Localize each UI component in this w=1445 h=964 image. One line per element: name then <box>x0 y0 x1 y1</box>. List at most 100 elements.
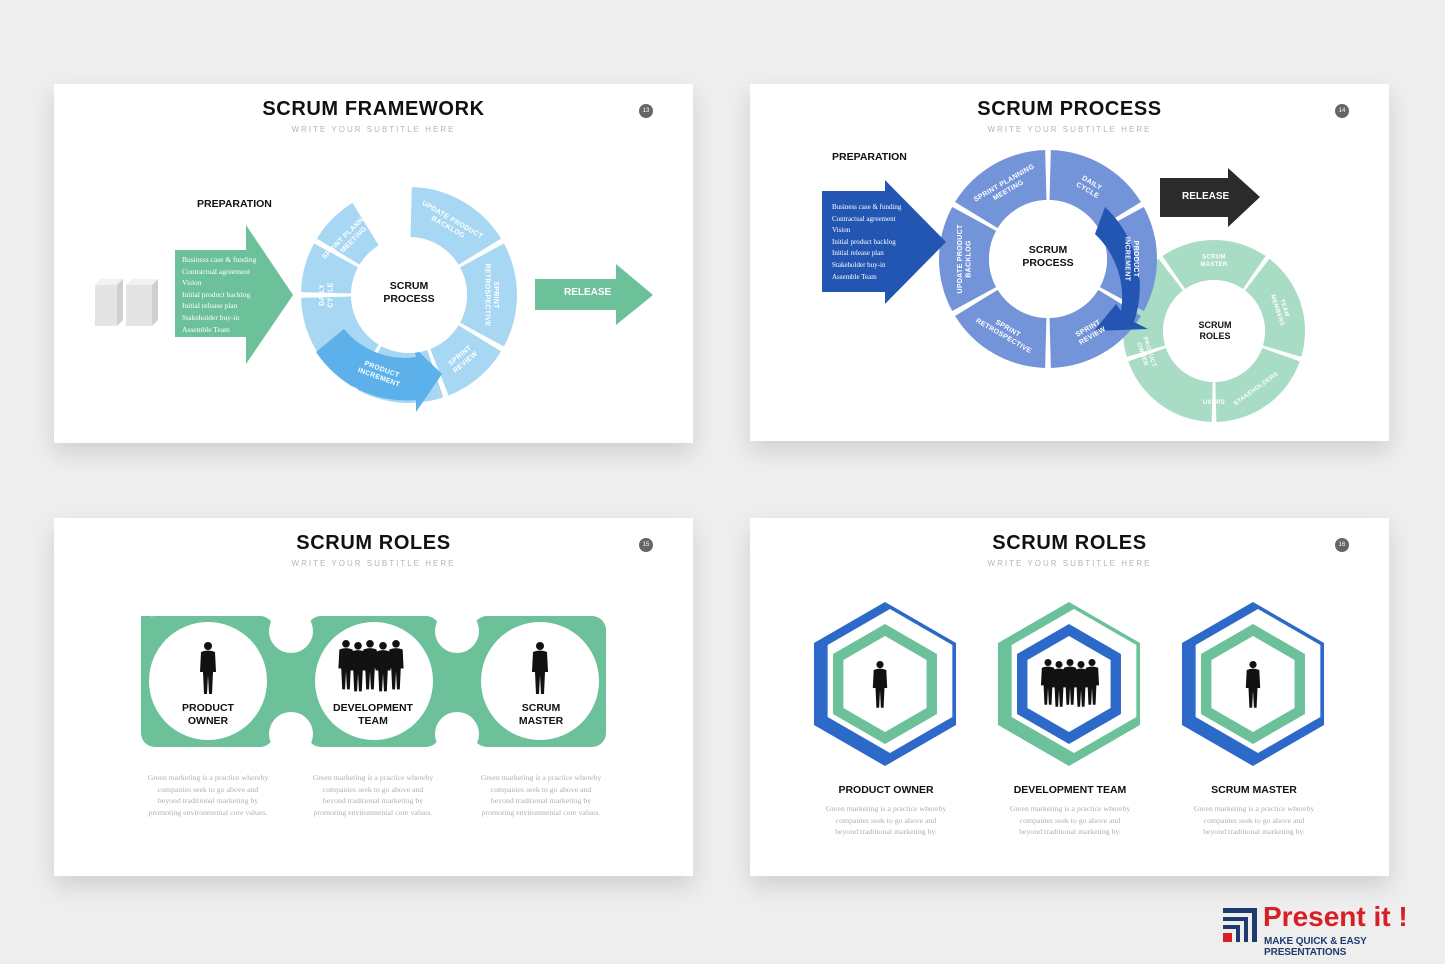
desc-line: companies seek to go above and <box>1019 815 1121 825</box>
role-title-development-team: DEVELOPMENT TEAM <box>323 702 423 728</box>
person-icon <box>1245 661 1261 708</box>
preparation-label: PREPARATION <box>197 198 272 210</box>
ring-segment <box>430 325 502 396</box>
ring-segment <box>410 187 502 265</box>
role-title-line: OWNER <box>187 715 229 727</box>
ring-segment-label: INCREMENT <box>1123 237 1130 282</box>
ring-segment-label: RETROSPECTIVE <box>483 263 490 326</box>
role-title-line: DEVELOPMENT <box>333 702 413 714</box>
roles-ring-segment <box>1128 348 1213 422</box>
person-icon <box>872 661 888 708</box>
person-icon <box>362 640 378 690</box>
list-item: Assemble Team <box>832 272 877 281</box>
role-title-line: PRODUCT <box>182 702 234 714</box>
person-icon <box>375 642 391 692</box>
ring-segment-label: MASTER <box>1200 262 1228 268</box>
cube-icon <box>95 279 158 326</box>
slide-title: SCRUM ROLES <box>296 532 451 554</box>
preparation-arrow <box>175 225 293 364</box>
desc-line: beyond traditional marketing by. <box>835 827 937 837</box>
ring-segment-label: DAILY <box>319 284 326 306</box>
brand-mark-icon <box>1223 908 1257 942</box>
person-icon <box>1040 659 1056 705</box>
list-item: Assemble Team <box>182 324 230 334</box>
person-icon <box>1051 661 1067 707</box>
role-title-product-owner: PRODUCT OWNER <box>168 702 248 728</box>
role-description: Green marketing is a practice whereby co… <box>995 803 1145 838</box>
slide-subtitle: WRITE YOUR SUBTITLE HERE <box>291 559 456 568</box>
preparation-arrow <box>822 180 946 304</box>
list-item: Initial product backlog <box>182 289 251 299</box>
desc-line: companies seek to go above and <box>322 784 424 794</box>
slide-number-badge: 16 <box>1335 538 1349 552</box>
desc-line: companies seek to go above and <box>1203 815 1305 825</box>
person-icon <box>350 642 366 692</box>
center-label: SCRUM PROCESS <box>369 280 449 306</box>
list-item: Vision <box>832 226 851 235</box>
list-item: Initial release plan <box>182 301 238 311</box>
slide-title: SCRUM FRAMEWORK <box>262 98 485 120</box>
center-label-line: SCRUM <box>1028 244 1068 256</box>
preparation-label: PREPARATION <box>832 151 907 163</box>
ring-segment-label: TEAM <box>1278 299 1289 318</box>
desc-line: companies seek to go above and <box>490 784 592 794</box>
list-item: Business case & funding <box>832 203 902 211</box>
ring-segment-label: SCRUM <box>1202 254 1226 260</box>
brand-logo: Present it ! MAKE QUICK & EASY PRESENTAT… <box>1221 901 1431 958</box>
ring-segment <box>1049 150 1141 229</box>
ring-segment-label: SPRINT <box>492 281 499 309</box>
desc-line: Green marketing is a practice whereby <box>825 804 947 813</box>
list-item: Business case & funding <box>182 255 257 264</box>
release-label: RELEASE <box>1182 191 1230 202</box>
release-arrow <box>535 264 653 325</box>
list-item: Contractual agreement <box>832 214 896 223</box>
person-icon <box>1073 661 1089 707</box>
roles-ring-segment <box>1245 258 1305 357</box>
slide-subtitle: WRITE YOUR SUBTITLE HERE <box>987 559 1152 568</box>
desc-line: promoting environmental core values. <box>481 808 601 818</box>
desc-line: beyond traditional marketing by. <box>1019 827 1121 837</box>
role-title-line: MASTER <box>518 715 564 727</box>
role-title-line: TEAM <box>358 715 388 727</box>
center-label: SCRUM PROCESS <box>1008 244 1088 270</box>
slide-scrum-roles-hexagons: SCRUM ROLES WRITE YOUR SUBTITLE HERE 16 … <box>750 518 1389 876</box>
list-item: Stakeholder buy-in <box>832 260 886 269</box>
slide-number-badge: 13 <box>639 104 653 118</box>
desc-line: companies seek to go above and <box>835 815 937 825</box>
role-circle <box>149 622 267 740</box>
ring-segment <box>316 202 379 265</box>
desc-line: Green marketing is a practice whereby <box>147 773 269 782</box>
desc-line: promoting environmental core values. <box>313 808 433 818</box>
desc-line: Green marketing is a practice whereby <box>312 773 434 782</box>
roles-ring-segment <box>1215 348 1300 422</box>
brand-tagline: MAKE QUICK & EASY PRESENTATIONS <box>1264 936 1367 958</box>
preparation-list: Business case & funding Contractual agre… <box>182 254 256 335</box>
ring-segment-label: BACKLOG <box>966 240 973 278</box>
role-circle <box>481 622 599 740</box>
person-icon <box>1084 659 1100 705</box>
slide-title: SCRUM PROCESS <box>977 98 1162 120</box>
person-icon <box>532 642 548 694</box>
ring-segment-label: CYCLE <box>328 282 335 307</box>
person-icon <box>388 640 404 690</box>
list-item: Vision <box>182 278 202 288</box>
slide-title: SCRUM ROLES <box>992 532 1147 554</box>
desc-line: companies seek to go above and <box>157 784 259 794</box>
list-item: Initial product backlog <box>832 237 896 246</box>
roles-center-label: SCRUM ROLES <box>1180 320 1250 342</box>
ring-segment <box>955 150 1047 229</box>
center-label-line: PROCESS <box>383 293 435 305</box>
desc-line: Green marketing is a practice whereby <box>1193 804 1315 813</box>
role-title-line: SCRUM <box>521 702 561 714</box>
scrum-roles-diagram <box>141 609 606 756</box>
list-item: Contractual agreement <box>182 266 251 276</box>
role-description: Green marketing is a practice whereby co… <box>133 772 283 819</box>
desc-line: beyond traditional marketing by <box>322 796 424 806</box>
role-title-scrum-master: SCRUM MASTER <box>501 702 581 728</box>
roles-ring-segment <box>1162 240 1266 289</box>
ring-segment <box>939 206 997 312</box>
desc-line: promoting environmental core values. <box>148 808 268 818</box>
